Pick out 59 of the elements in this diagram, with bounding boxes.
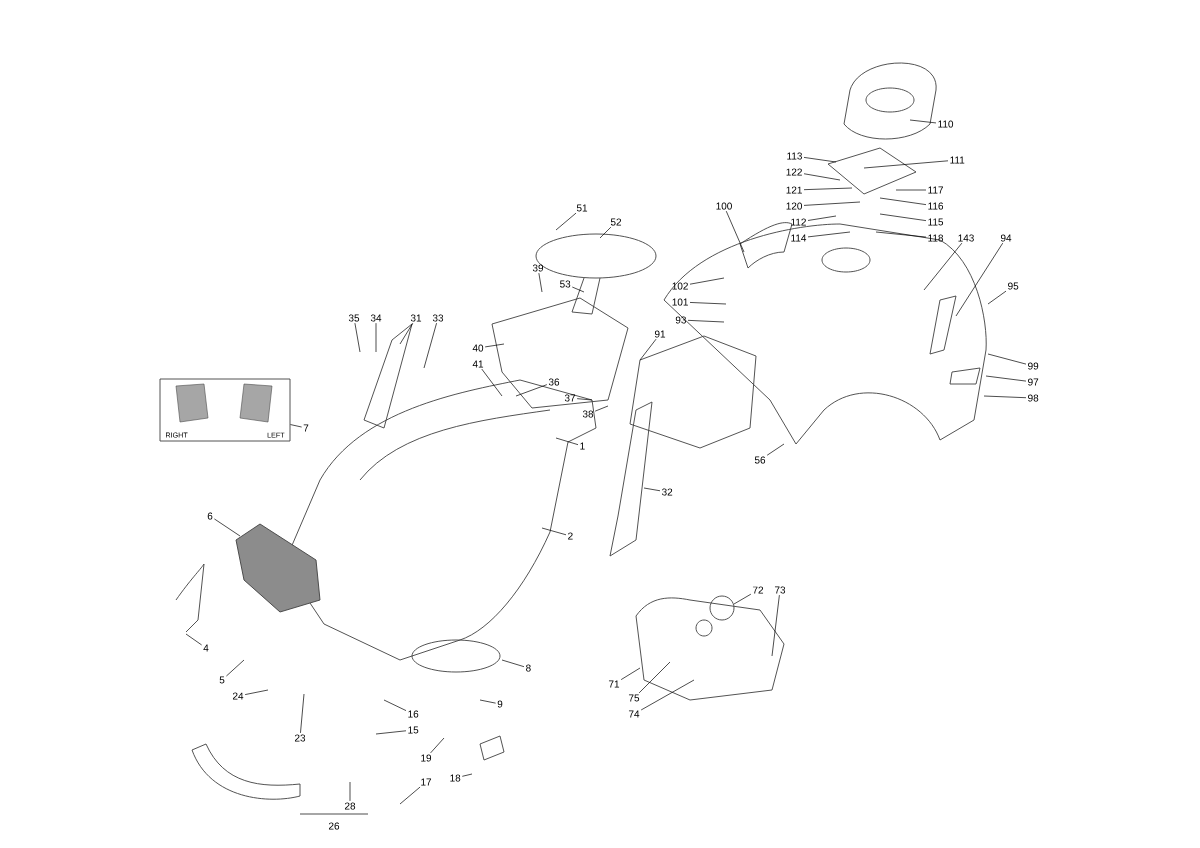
leader-line xyxy=(875,231,927,238)
leader-line xyxy=(226,659,245,677)
leader-line xyxy=(576,398,593,401)
leader-line xyxy=(375,730,407,735)
leader-line xyxy=(244,689,269,695)
leader-line xyxy=(987,290,1007,305)
leader-line xyxy=(983,395,1027,399)
leader-line xyxy=(300,693,305,734)
leader-line xyxy=(923,242,963,291)
leader-line xyxy=(863,160,949,169)
leader-line xyxy=(643,487,661,492)
leader-line xyxy=(399,322,414,345)
leader-line xyxy=(640,679,695,711)
leader-line xyxy=(383,699,407,711)
leader-line xyxy=(689,277,725,285)
leader-line xyxy=(354,322,361,353)
leader-line xyxy=(985,375,1027,382)
leader-line xyxy=(290,424,302,428)
leader-line xyxy=(423,322,437,369)
leader-line xyxy=(909,119,937,124)
leader-line xyxy=(599,226,612,239)
leader-line xyxy=(687,320,725,323)
leader-line xyxy=(555,437,579,446)
leader-line xyxy=(879,197,927,205)
leader-line xyxy=(987,353,1027,365)
leader-line xyxy=(725,210,745,253)
leader-line xyxy=(185,633,202,646)
leader-line xyxy=(879,213,927,221)
leader-line xyxy=(807,215,837,221)
leader-line xyxy=(639,338,657,361)
leader-line xyxy=(484,343,505,348)
leader-line xyxy=(541,527,567,536)
leader-line xyxy=(481,368,503,397)
leader-line xyxy=(461,773,473,777)
leader-line xyxy=(214,518,241,537)
leader-line xyxy=(955,242,1004,317)
leader-line xyxy=(515,384,548,397)
leader-line xyxy=(501,659,525,668)
leader-line xyxy=(479,699,496,704)
leader-line xyxy=(803,201,861,206)
leader-line xyxy=(803,187,853,190)
leader-line xyxy=(375,322,377,353)
leader-line xyxy=(620,667,641,680)
leader-line xyxy=(349,781,351,802)
leader-line xyxy=(538,272,543,293)
leader-line xyxy=(571,286,585,293)
leader-line xyxy=(771,594,780,657)
leader-line xyxy=(807,231,851,238)
leader-line xyxy=(399,786,421,805)
leader-line xyxy=(594,405,609,412)
leader-line xyxy=(430,737,445,754)
leader-line xyxy=(895,189,927,191)
leader-line xyxy=(638,661,671,694)
leader-line xyxy=(555,212,577,231)
leader-line xyxy=(766,443,785,456)
leader-line xyxy=(803,157,837,163)
leader-line xyxy=(733,593,752,605)
leader-line xyxy=(689,302,727,305)
leader-line xyxy=(803,173,841,181)
